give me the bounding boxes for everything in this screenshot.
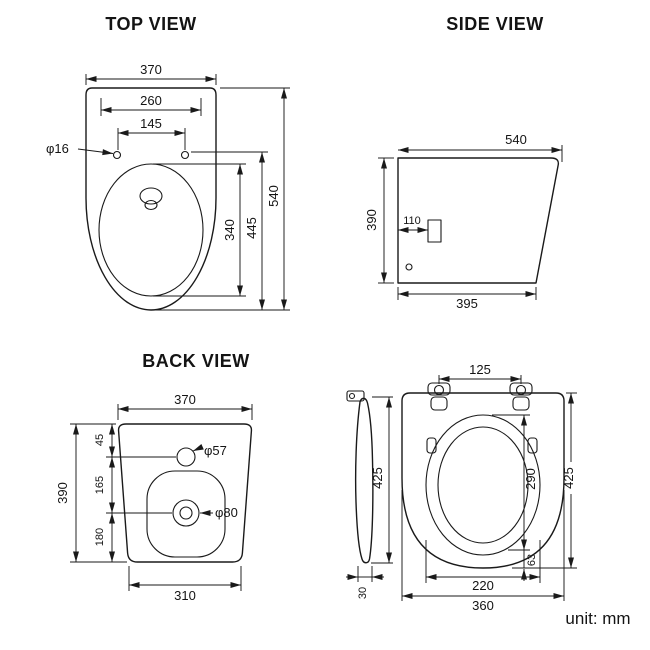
dim-base-width-310: 310	[128, 566, 242, 603]
dim-base-depth-395: 395	[397, 287, 537, 311]
inlet-diameter-callout: φ57	[192, 443, 227, 458]
top-view-title: TOP VIEW	[105, 14, 196, 34]
back-180-label: 180	[94, 528, 106, 546]
dim-145-label: 145	[140, 116, 162, 131]
phi16-label: φ16	[46, 141, 69, 156]
outlet-hole-inner	[179, 506, 193, 520]
seat-view: 425 30 125	[346, 362, 577, 613]
seat-bumper-left	[426, 437, 437, 454]
dim-hole-spacing-145: 145	[117, 116, 186, 150]
dim-260-label: 260	[140, 93, 162, 108]
outlet-detail	[427, 219, 442, 243]
seat-hinge-pin	[346, 390, 365, 402]
seat-30-label: 30	[357, 587, 369, 599]
mounting-hole-left	[112, 150, 122, 160]
back-310-label: 310	[174, 588, 196, 603]
seat-63-label: 63	[526, 554, 538, 566]
hinge-tab-left	[427, 382, 451, 411]
side-390-label: 390	[364, 209, 379, 231]
side-110-label: 110	[403, 215, 421, 227]
back-view-title: BACK VIEW	[142, 351, 250, 371]
dim-overall-width-370: 370	[85, 62, 217, 85]
side-395-label: 395	[456, 296, 478, 311]
dim-overall-length-425: 425	[512, 392, 577, 569]
toilet-top-outline	[85, 87, 217, 311]
top-view: TOP VIEW 370 260 145 φ	[46, 14, 290, 311]
outlet-hole	[172, 499, 200, 527]
dim-rear-offset-63: 63	[521, 550, 538, 581]
fixing-point	[405, 263, 413, 271]
unit-label: unit: mm	[565, 609, 630, 628]
seat-ring-outer	[425, 414, 541, 556]
seat-lid-outline	[401, 392, 565, 569]
flush-valve-detail	[139, 187, 163, 211]
seat-profile-outline	[354, 397, 374, 564]
dim-height-390: 390	[55, 424, 79, 562]
seat-425-right-label: 425	[561, 467, 576, 489]
dim-ring-length-290: 290	[492, 414, 538, 551]
toilet-side-outline	[397, 157, 560, 284]
dim-overall-depth-540: 540	[155, 87, 290, 311]
seat-290-label: 290	[523, 468, 538, 490]
dim-ring-width-220: 220	[425, 540, 541, 593]
dim-depth-540: 540	[398, 132, 563, 162]
dim-height-390: 390	[364, 157, 394, 284]
dim-hinge-spacing-125: 125	[438, 362, 522, 384]
seat-125-label: 125	[469, 362, 491, 377]
dim-mid-depth-445: 445	[191, 151, 268, 310]
toilet-back-outline	[117, 423, 253, 563]
dim-upper-width-260: 260	[100, 93, 202, 116]
dim-340-label: 340	[222, 219, 237, 241]
back-390-label: 390	[55, 482, 70, 504]
back-45-label: 45	[94, 434, 106, 446]
phi80-label: φ80	[215, 505, 238, 520]
dim-540-label: 540	[266, 185, 281, 207]
back-370-label: 370	[174, 392, 196, 407]
dim-segments-45-165-180: 45 165 180	[70, 423, 176, 563]
dim-370-label: 370	[140, 62, 162, 77]
phi57-label: φ57	[204, 443, 227, 458]
back-view: BACK VIEW 370 45 165 180 390	[55, 351, 253, 603]
mounting-hole-right	[180, 150, 190, 160]
hole-diameter-callout: φ16	[46, 141, 114, 156]
dim-bowl-depth-340: 340	[153, 163, 246, 297]
inlet-hole	[176, 447, 196, 467]
seat-425-left-label: 425	[370, 467, 385, 489]
dim-outlet-offset-110: 110	[398, 215, 428, 233]
dim-overall-width-360: 360	[401, 490, 565, 613]
seat-360-label: 360	[472, 598, 494, 613]
back-165-label: 165	[94, 476, 106, 494]
outlet-diameter-callout: φ80	[200, 505, 238, 520]
seat-ring-inner	[437, 426, 529, 544]
seat-220-label: 220	[472, 578, 494, 593]
bowl-outline	[98, 163, 204, 297]
side-view-title: SIDE VIEW	[446, 14, 544, 34]
side-540-label: 540	[505, 132, 527, 147]
hinge-tab-right	[509, 382, 533, 411]
seat-bumper-right	[527, 437, 538, 454]
side-view: SIDE VIEW 540 390 110 395	[364, 14, 563, 311]
trapway-outline	[146, 470, 226, 558]
dim-445-label: 445	[244, 217, 259, 239]
dim-width-370: 370	[117, 392, 253, 420]
dim-profile-thickness-30: 30	[346, 566, 384, 599]
dim-profile-height-425: 425	[370, 396, 393, 564]
